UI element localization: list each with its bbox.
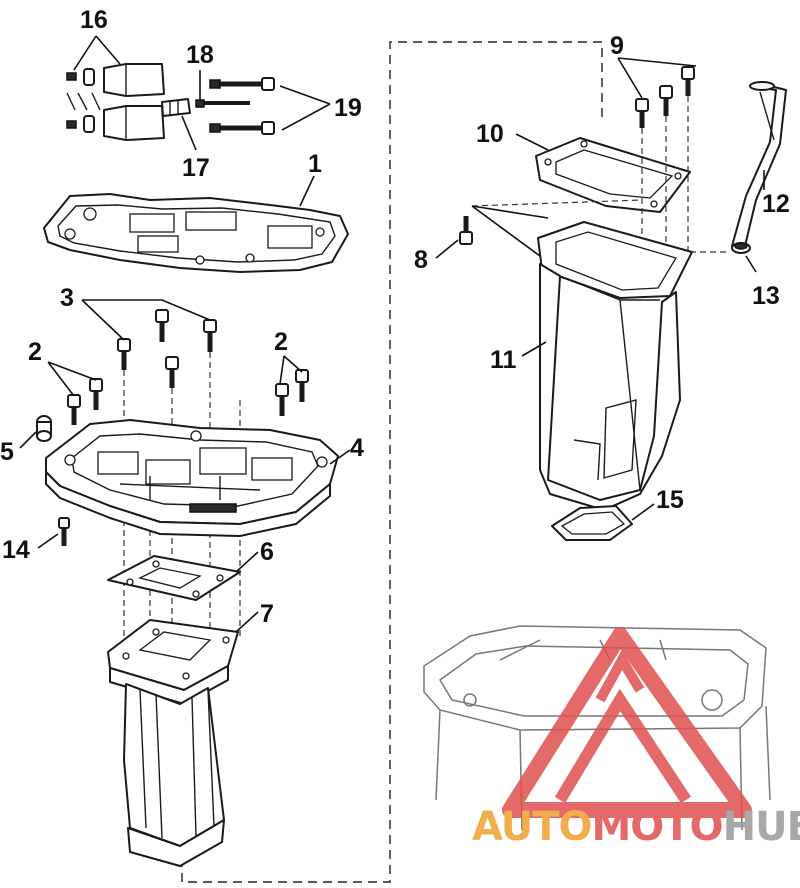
part-10-gasket — [535, 137, 691, 213]
callout-1: 1 — [308, 150, 322, 178]
assembly-dashed-outline — [181, 41, 603, 883]
watermark-triangle-inner — [554, 688, 692, 804]
callout-12: 12 — [762, 190, 790, 218]
watermark-text-auto: AUTO — [472, 804, 592, 850]
part-8-bolt — [459, 216, 473, 245]
callout-2-right: 2 — [274, 328, 288, 356]
part-14-bolt — [58, 517, 70, 546]
callout-9: 9 — [610, 32, 624, 60]
callout-8: 8 — [414, 246, 428, 274]
part-18-stud — [195, 99, 250, 108]
callout-11: 11 — [490, 346, 517, 374]
part-6-gasket — [107, 555, 241, 601]
part-13-seal — [731, 242, 751, 254]
callout-14: 14 — [2, 536, 30, 564]
part-11-exhaust-tube — [537, 221, 693, 511]
part-9-bolts — [635, 66, 695, 128]
automotohub-watermark: AUTOMOTOHUB — [472, 627, 800, 850]
part-2-bolts-right — [275, 369, 309, 416]
callout-18: 18 — [186, 41, 214, 69]
part-19-bolts — [209, 77, 275, 135]
part-5-dowel — [36, 415, 52, 442]
callout-7: 7 — [260, 600, 274, 628]
callout-16: 16 — [80, 6, 108, 34]
callout-15: 15 — [656, 486, 684, 514]
callout-3: 3 — [60, 284, 74, 312]
watermark-triangle-outer — [502, 627, 752, 818]
callout-17: 17 — [182, 154, 210, 182]
callout-2-left: 2 — [28, 338, 42, 366]
part-1-gasket — [43, 193, 349, 273]
callout-6: 6 — [260, 538, 274, 566]
callout-13: 13 — [752, 282, 780, 310]
part-3-bolts — [117, 309, 217, 388]
part-4-adapter-plate — [45, 419, 339, 537]
part-17-plug — [161, 98, 191, 117]
leader-lines — [19, 35, 765, 633]
callout-4: 4 — [350, 434, 364, 462]
callout-10: 10 — [476, 120, 504, 148]
part-7-exhaust-housing — [107, 619, 239, 867]
part-16-fitting-set — [66, 63, 165, 141]
callout-5: 5 — [0, 438, 14, 466]
part-2-bolts-left — [67, 378, 103, 425]
alignment-lines-right — [471, 96, 730, 272]
watermark-text-moto: MOTO — [592, 804, 723, 850]
svg-text:AUTOMOTOHUB: AUTOMOTOHUB — [472, 804, 800, 850]
part-12-tube — [731, 81, 787, 251]
part-15-seal-ring — [551, 505, 633, 541]
callout-labels: 16 18 19 17 1 3 2 2 5 4 14 6 7 9 10 8 11… — [0, 6, 790, 628]
watermark-text-hub: HUB — [723, 804, 800, 850]
callout-19: 19 — [334, 94, 362, 122]
watermark-peak — [595, 649, 645, 703]
